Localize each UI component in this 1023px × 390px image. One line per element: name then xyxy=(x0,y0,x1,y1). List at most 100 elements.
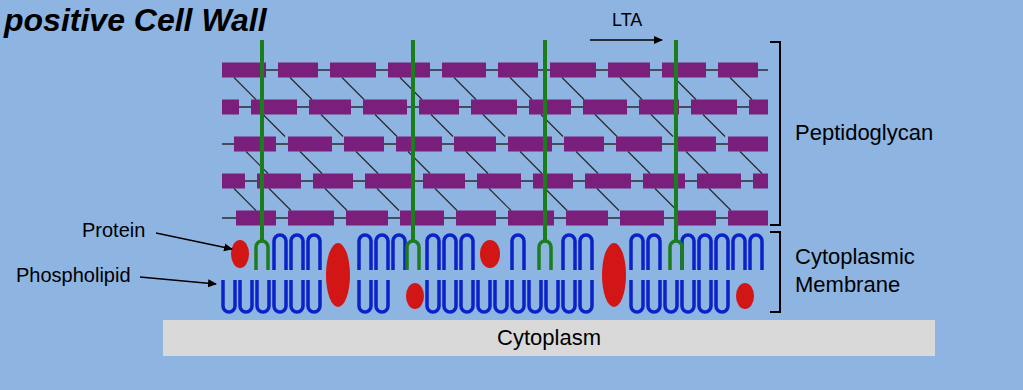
phospholipid-lower xyxy=(546,280,558,312)
sugar-unit xyxy=(419,100,459,115)
sugar-unit xyxy=(344,137,384,152)
sugar-unit xyxy=(662,63,706,78)
lta-strand xyxy=(260,40,264,240)
peptidoglycan-bracket xyxy=(770,42,780,225)
peptide-crosslink xyxy=(703,115,725,137)
sugar-unit xyxy=(456,211,496,226)
peptide-crosslink xyxy=(620,78,642,100)
phospholipid-upper xyxy=(461,235,473,270)
phospholipid-lower xyxy=(699,280,711,312)
sugar-unit xyxy=(396,137,442,152)
membrane-protein xyxy=(326,243,350,307)
sugar-unit xyxy=(585,174,631,189)
sugar-unit xyxy=(728,211,768,226)
sugar-unit xyxy=(676,211,716,226)
phospholipid-lower xyxy=(648,280,660,312)
sugar-unit xyxy=(234,137,276,152)
layer-label: Peptidoglycan xyxy=(795,120,933,146)
sugar-unit xyxy=(222,100,239,115)
phospholipid-upper xyxy=(563,235,575,270)
phospholipid-lower xyxy=(716,280,728,312)
phospholipid-lower xyxy=(478,280,490,312)
phospholipid-upper xyxy=(750,235,762,270)
peptide-crosslink xyxy=(321,115,343,137)
lta-anchor xyxy=(407,241,419,270)
peptide-crosslink xyxy=(730,78,752,100)
peptide-crosslink xyxy=(431,115,453,137)
region-label: Cytoplasm xyxy=(497,325,601,351)
phospholipid-upper xyxy=(648,235,660,270)
phospholipid-upper xyxy=(682,235,694,270)
title: positive Cell Wall xyxy=(4,2,267,39)
peptide-crosslink xyxy=(234,189,256,211)
sugar-unit xyxy=(749,100,768,115)
lta-anchor xyxy=(256,241,268,270)
sugar-unit xyxy=(346,211,388,226)
lta-strand xyxy=(543,40,547,240)
sugar-unit xyxy=(222,174,245,189)
peptide-crosslink xyxy=(375,115,397,137)
phospholipid-lower xyxy=(240,280,252,312)
peptide-crosslink xyxy=(576,152,598,174)
phospholipid-upper xyxy=(427,235,439,270)
membrane-bracket xyxy=(770,232,780,312)
phospholipid-upper xyxy=(444,235,456,270)
phospholipid-lower xyxy=(631,280,643,312)
sugar-unit xyxy=(643,174,685,189)
phospholipid-upper xyxy=(359,235,371,270)
phospholipid-leader xyxy=(140,277,216,284)
peptide-crosslink xyxy=(342,78,364,100)
phospholipid-upper xyxy=(291,235,303,270)
protein-leader xyxy=(156,233,232,249)
peptide-crosslink xyxy=(597,189,619,211)
phospholipid-upper xyxy=(376,235,388,270)
peptide-crosslink xyxy=(269,189,291,211)
sugar-unit xyxy=(309,100,351,115)
cytoplasm-band: Cytoplasm xyxy=(163,320,935,356)
phospholipid-lower xyxy=(512,280,524,312)
sugar-unit xyxy=(288,137,332,152)
sugar-unit xyxy=(251,100,297,115)
peptide-crosslink xyxy=(595,115,617,137)
phospholipid-lower xyxy=(359,280,371,312)
sugar-unit xyxy=(639,100,679,115)
phospholipid-lower xyxy=(682,280,694,312)
peptide-crosslink xyxy=(263,115,285,137)
sugar-unit xyxy=(564,137,604,152)
phospholipid-lower xyxy=(495,280,507,312)
peptide-crosslink xyxy=(740,152,762,174)
peptide-crosslink xyxy=(454,78,476,100)
phospholipid-upper xyxy=(580,235,592,270)
sugar-unit xyxy=(365,174,411,189)
peptide-crosslink xyxy=(300,152,322,174)
phospholipid-upper xyxy=(393,235,405,270)
sugar-unit xyxy=(718,63,758,78)
phospholipid-upper xyxy=(716,235,728,270)
sugar-unit xyxy=(477,174,521,189)
phospholipid-lower xyxy=(461,280,473,312)
peptide-crosslink xyxy=(562,78,584,100)
membrane-protein xyxy=(602,243,626,307)
phospholipid-lower xyxy=(308,280,320,312)
sugar-unit xyxy=(363,100,407,115)
phospholipid-upper xyxy=(631,235,643,270)
sugar-unit xyxy=(498,63,538,78)
sugar-unit xyxy=(728,137,768,152)
sugar-unit xyxy=(620,211,664,226)
lta-anchor xyxy=(670,241,682,270)
peptide-crosslink xyxy=(377,189,399,211)
sugar-unit xyxy=(550,63,596,78)
phospholipid-lower xyxy=(444,280,456,312)
lta-strand xyxy=(411,40,415,240)
sugar-unit xyxy=(313,174,353,189)
membrane-protein xyxy=(231,240,249,268)
phospholipid-lower xyxy=(665,280,677,312)
peptide-crosslink xyxy=(435,189,457,211)
peptide-crosslink xyxy=(545,189,567,211)
sugar-unit xyxy=(583,100,627,115)
peptide-crosslink xyxy=(356,152,378,174)
peptide-crosslink xyxy=(489,189,511,211)
peptide-crosslink xyxy=(290,78,312,100)
membrane-bilayer xyxy=(223,235,762,312)
sugar-unit xyxy=(423,174,465,189)
